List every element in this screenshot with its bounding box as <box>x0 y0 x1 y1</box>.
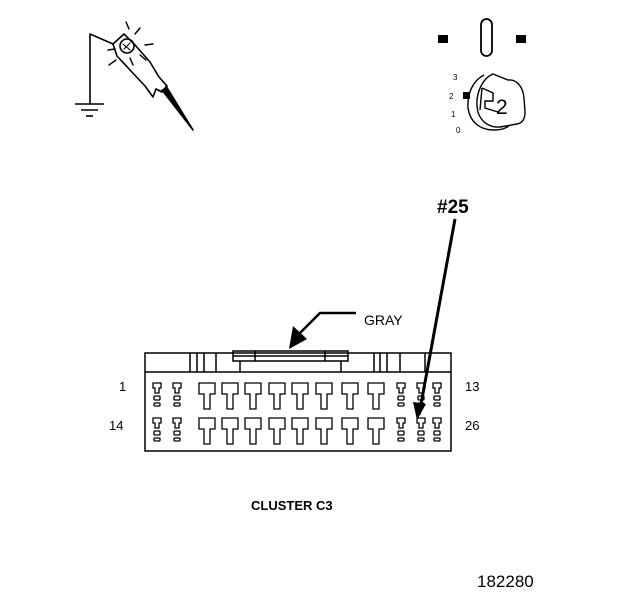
connector-housing <box>144 352 452 452</box>
figure-number: 182280 <box>477 572 534 591</box>
terminal-cavity-1 <box>152 382 162 407</box>
terminal-cavity-20 <box>291 417 309 445</box>
terminal-cavity-5 <box>244 382 262 410</box>
terminal-cavity-22 <box>341 417 359 445</box>
pin-number-26: 26 <box>465 418 480 433</box>
terminal-cavity-16 <box>198 417 216 445</box>
terminal-cavity-2 <box>172 382 182 407</box>
switch-position-3: 3 <box>453 73 458 82</box>
test-light-icon <box>89 21 194 131</box>
terminal-cavity-18 <box>244 417 262 445</box>
terminal-cavities <box>152 382 442 445</box>
pin-number-13: 13 <box>465 379 480 394</box>
connector-caption: CLUSTER C3 <box>251 498 333 513</box>
terminal-cavity-8 <box>315 382 333 410</box>
terminal-cavity-9 <box>341 382 359 410</box>
pin-number-14: 14 <box>109 418 124 433</box>
fuse-icon <box>438 18 526 57</box>
terminal-cavity-23 <box>367 417 385 445</box>
terminal-cavity-24 <box>396 417 406 442</box>
gray-callout-line <box>299 311 356 334</box>
terminal-cavity-25 <box>416 417 426 442</box>
gray-callout-arrowhead <box>289 326 307 349</box>
terminal-cavity-10 <box>367 382 385 410</box>
switch-position-1: 1 <box>451 110 456 119</box>
terminal-cavity-4 <box>221 382 239 410</box>
switch-position-2: 2 <box>449 92 454 101</box>
terminal-cavity-17 <box>221 417 239 445</box>
terminal-cavity-19 <box>268 417 286 445</box>
pin-25-callout-label: #25 <box>437 197 469 218</box>
terminal-cavity-12 <box>416 382 426 407</box>
pin-number-1: 1 <box>119 379 127 394</box>
terminal-cavity-15 <box>172 417 182 442</box>
terminal-cavity-13 <box>432 382 442 407</box>
ignition-switch-icon <box>463 73 526 131</box>
terminal-cavity-11 <box>396 382 406 407</box>
wire-color-label: GRAY <box>364 312 403 328</box>
connector-lock-tab <box>232 350 349 372</box>
terminal-cavity-3 <box>198 382 216 410</box>
pin-25-callout-line <box>417 218 457 416</box>
terminal-cavity-26 <box>432 417 442 442</box>
switch-position-0: 0 <box>456 126 461 135</box>
terminal-cavity-7 <box>291 382 309 410</box>
terminal-cavity-14 <box>152 417 162 442</box>
ground-symbol-icon <box>75 103 104 117</box>
terminal-cavity-6 <box>268 382 286 410</box>
terminal-cavity-21 <box>315 417 333 445</box>
switch-selected-position: 2 <box>496 96 508 119</box>
